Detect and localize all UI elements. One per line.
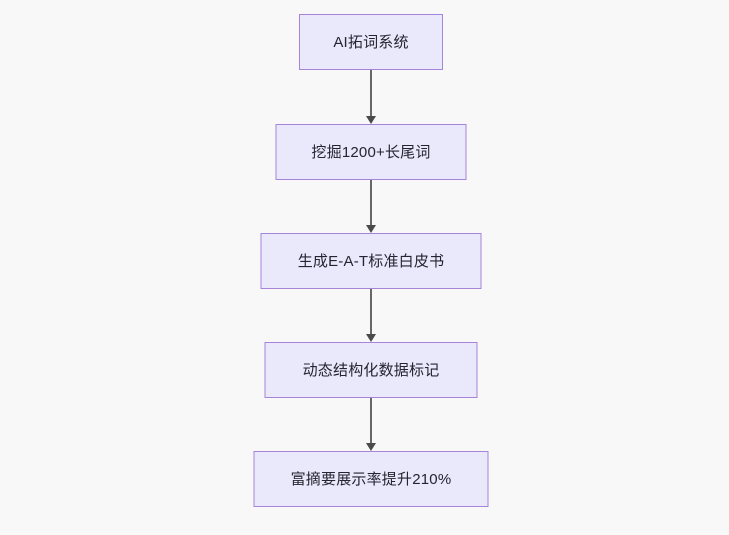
arrowhead-icon: [366, 443, 376, 451]
edge-line: [370, 180, 372, 226]
flow-edge: [365, 70, 377, 124]
flow-node-label: 生成E-A-T标准白皮书: [297, 252, 445, 270]
edge-line: [370, 289, 372, 335]
flow-edge: [365, 180, 377, 233]
arrowhead-icon: [366, 116, 376, 124]
flow-node-label: AI拓词系统: [333, 33, 409, 51]
flow-node[interactable]: 动态结构化数据标记: [264, 342, 478, 398]
flow-node[interactable]: 挖掘1200+长尾词: [275, 124, 467, 180]
flow-node[interactable]: AI拓词系统: [299, 14, 443, 70]
flow-edge: [365, 289, 377, 342]
flow-node[interactable]: 生成E-A-T标准白皮书: [260, 233, 482, 289]
flow-node-label: 富摘要展示率提升210%: [290, 470, 452, 488]
edge-line: [370, 70, 372, 117]
edge-line: [370, 398, 372, 444]
flow-node-label: 挖掘1200+长尾词: [311, 143, 431, 161]
flow-edge: [365, 398, 377, 451]
arrowhead-icon: [366, 334, 376, 342]
flow-node-label: 动态结构化数据标记: [302, 361, 440, 379]
arrowhead-icon: [366, 225, 376, 233]
flow-node[interactable]: 富摘要展示率提升210%: [253, 451, 489, 507]
